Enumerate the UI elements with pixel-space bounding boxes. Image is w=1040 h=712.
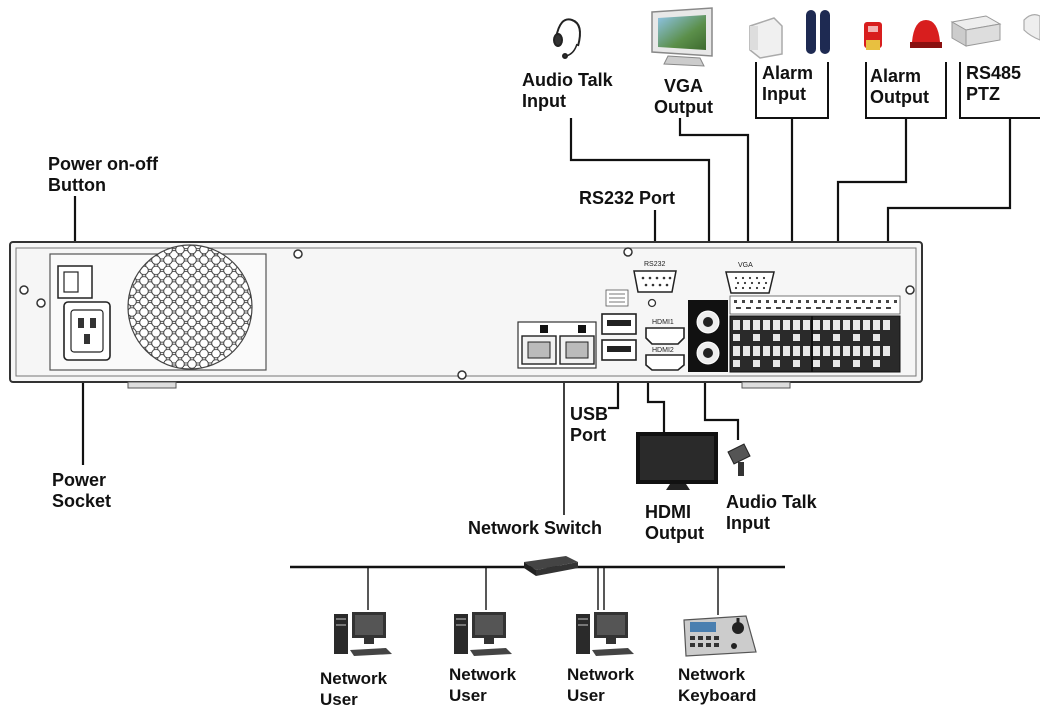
hdmi1-panel-text: HDMI1 bbox=[652, 319, 674, 326]
computer-icon bbox=[334, 612, 392, 656]
line-hdmi-output bbox=[646, 368, 666, 432]
nvr-rear-panel: RS232 HDMI1 HDMI2 VGA bbox=[9, 241, 923, 389]
vga-panel-text: VGA bbox=[738, 262, 753, 269]
rs232-port bbox=[633, 270, 677, 293]
ptz-keyboard-icon bbox=[683, 615, 757, 657]
rs232-panel-text: RS232 bbox=[644, 261, 666, 268]
alarm-light-icon bbox=[910, 20, 942, 48]
network-switch-icon bbox=[524, 556, 578, 576]
label-brackets bbox=[755, 62, 1040, 119]
label-rs232-port: RS232 Port bbox=[579, 188, 676, 208]
label-network-switch: Network Switch bbox=[468, 518, 603, 538]
vga-port bbox=[725, 271, 775, 294]
computer-icon bbox=[576, 612, 634, 656]
pir-sensor-icon bbox=[806, 10, 830, 54]
headset-icon bbox=[553, 18, 581, 59]
monitor-icon bbox=[651, 7, 713, 67]
fan-grille bbox=[127, 244, 253, 370]
hdmi-port-2 bbox=[645, 354, 685, 371]
door-sensor-icon bbox=[749, 17, 783, 59]
line-vga-output bbox=[678, 118, 750, 262]
ptz-camera-icon bbox=[1023, 14, 1040, 41]
line-audio-talk-input-top bbox=[569, 118, 711, 300]
hdmi-port-1 bbox=[645, 327, 685, 345]
lcd-tv-icon bbox=[636, 432, 718, 490]
hdmi2-panel-text: HDMI2 bbox=[652, 347, 674, 354]
siren-icon bbox=[864, 22, 882, 50]
microphone-icon bbox=[727, 443, 751, 476]
line-audio-talk-input-bottom bbox=[703, 368, 740, 440]
terminal-markings bbox=[734, 300, 897, 309]
computer-icon bbox=[454, 612, 512, 656]
ptz-decoder-icon bbox=[950, 15, 1002, 47]
